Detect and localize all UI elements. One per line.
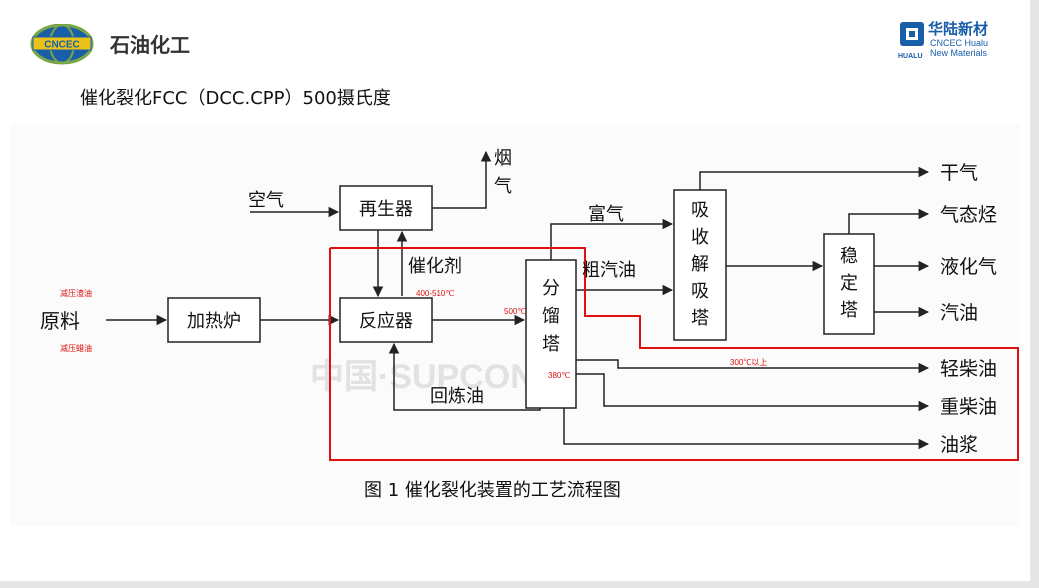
cncec-logo: CNCEC 石油化工 xyxy=(30,23,250,70)
fractionator-label-3: 塔 xyxy=(542,334,560,355)
lpg-label: 液化气 xyxy=(940,256,997,278)
reactor-label: 反应器 xyxy=(359,311,413,332)
logo-name-en-2: New Materials xyxy=(930,48,988,58)
light-diesel-label: 轻柴油 xyxy=(940,358,997,380)
flue-gas-label-1: 烟 xyxy=(494,148,512,169)
fractionator-label-1: 分 xyxy=(542,278,560,299)
hualu-logo: HUALU 华陆新材 CNCEC Hualu New Materials xyxy=(898,18,1010,64)
fractionator-label-2: 馏 xyxy=(542,306,560,327)
reactor-temp-annotation: 400-510℃ xyxy=(416,289,454,298)
heavy-diesel-arrow xyxy=(576,373,930,412)
absorber-box xyxy=(673,189,727,341)
fractionator-bottom-temp-annotation: 380℃ xyxy=(548,371,570,380)
stabilizer-box xyxy=(823,233,875,335)
absorber-label-5: 塔 xyxy=(691,308,709,329)
stabilizer-label-1: 稳 xyxy=(840,246,858,267)
absorber-label-2: 收 xyxy=(691,227,709,248)
dry-gas-label: 干气 xyxy=(940,162,978,184)
hualu-emblem-icon xyxy=(900,22,924,46)
heater-label: 加热炉 xyxy=(187,311,241,332)
vacuum-distillate-annotation: 减压蜡油 xyxy=(60,343,92,353)
stabilizer-label-2: 定 xyxy=(840,273,858,294)
stabilizer-label-3: 塔 xyxy=(840,300,858,321)
catalyst-label: 催化剂 xyxy=(408,256,462,277)
logo-name-cn: 华陆新材 xyxy=(928,20,988,38)
logo-hualu-badge: HUALU xyxy=(898,53,923,60)
slurry-label: 油浆 xyxy=(940,434,978,456)
rich-gas-arrow xyxy=(550,218,674,260)
recycle-oil-arrow xyxy=(388,342,541,411)
flue-gas-arrow xyxy=(432,150,492,209)
crude-gasoline-label: 粗汽油 xyxy=(582,260,636,281)
logo-name-en-1: CNCEC Hualu xyxy=(930,38,988,48)
slurry-arrow xyxy=(563,408,930,450)
rich-gas-label: 富气 xyxy=(588,204,624,225)
above-300-annotation: 300℃以上 xyxy=(730,358,767,367)
vacuum-residue-annotation: 减压渣油 xyxy=(60,288,92,298)
slide: CNCEC 石油化工 HUALU 华陆新材 CNCEC Hualu New Ma… xyxy=(0,0,1030,581)
regenerator-label: 再生器 xyxy=(359,199,413,220)
heater-box xyxy=(167,297,261,343)
logo-badge-text: CNCEC xyxy=(44,40,80,51)
regenerator-box xyxy=(339,185,433,231)
diagram-caption: 图 1 催化裂化装置的工艺流程图 xyxy=(364,480,621,501)
globe-icon: CNCEC xyxy=(30,23,94,65)
feed-label: 原料 xyxy=(40,309,80,333)
gaseous-hc-arrow xyxy=(848,208,930,234)
flue-gas-label-2: 气 xyxy=(494,176,512,197)
absorber-label-1: 吸 xyxy=(691,200,709,221)
reactor-box xyxy=(339,297,433,343)
absorber-label-3: 解 xyxy=(691,254,709,275)
air-label: 空气 xyxy=(248,190,284,211)
light-diesel-arrow xyxy=(576,359,930,374)
logo-company-name: 石油化工 xyxy=(109,33,190,57)
highlight-boundary xyxy=(329,247,1019,461)
gasoline-label: 汽油 xyxy=(940,302,978,324)
fractionator-top-temp-annotation: 500℃ xyxy=(504,307,526,316)
diagram-watermark: 中国·SUPCON xyxy=(310,358,535,396)
recycle-oil-label: 回炼油 xyxy=(430,386,484,407)
gaseous-hc-label: 气态烃 xyxy=(940,204,997,226)
heavy-diesel-label: 重柴油 xyxy=(940,396,997,418)
absorber-label-4: 吸 xyxy=(691,281,709,302)
slide-title: 催化裂化FCC（DCC.CPP）500摄氏度 xyxy=(80,88,391,109)
fcc-process-flow-diagram: 中国·SUPCON 加热炉 再生器 反应器 分 馏 塔 吸 收 解 吸 塔 稳 … xyxy=(10,124,1020,526)
fractionator-box xyxy=(525,259,577,409)
dry-gas-arrow xyxy=(699,166,930,190)
